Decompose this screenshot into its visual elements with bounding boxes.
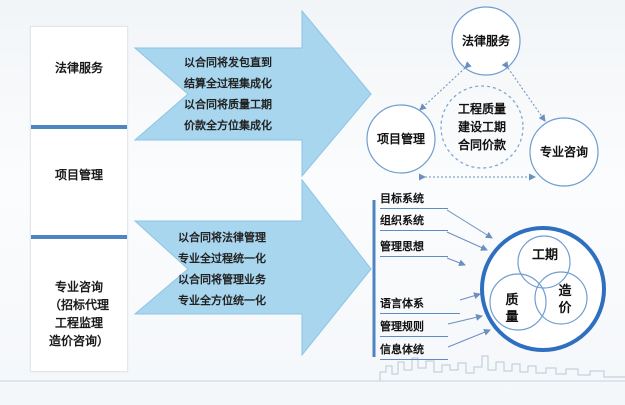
venn-label-schedule: 工期	[531, 248, 558, 263]
label-center-items: 工程质量 建设工期 合同价款	[457, 102, 506, 152]
system-underline-3	[380, 256, 448, 257]
label-legal-service: 法律服务	[461, 34, 510, 48]
label-project-management: 项目管理	[376, 132, 425, 146]
arrow-system-6	[447, 329, 491, 348]
system-underline-6	[380, 359, 448, 360]
top-arrow-text: 以合同将发包直到 结算全过程集成化 以合同将质量工期 价款全方位集成化	[184, 56, 272, 132]
system-item-organization: 组织系统	[380, 214, 424, 227]
arrow-system-4	[459, 292, 481, 301]
label-consulting: 专业咨询	[539, 145, 588, 159]
circle-project-management	[366, 104, 436, 174]
left-panel: 法律服务 项目管理 专业咨询 （招标代理 工程监理 造价咨询）	[30, 26, 128, 372]
circle-consulting	[529, 117, 599, 187]
link-legal-to-consulting	[501, 61, 546, 122]
system-underline-2	[380, 230, 448, 231]
system-item-management-rules: 管理规则	[380, 320, 424, 333]
system-item-goal: 目标系统	[380, 192, 424, 205]
venn-label-quality: 质 量	[505, 293, 519, 325]
arrow-system-5	[447, 313, 483, 325]
top-arrow-shape	[133, 9, 372, 178]
venn-label-cost: 造 价	[558, 284, 572, 316]
bottom-arrow-shape	[133, 178, 372, 357]
system-item-management-thought: 管理思想	[380, 240, 424, 253]
venn-circle-schedule	[517, 235, 571, 289]
arrow-system-1	[446, 209, 493, 239]
circle-center-dashed	[440, 85, 524, 169]
arrow-system-3	[446, 257, 466, 267]
arrow-system-2	[446, 231, 488, 251]
system-item-language: 语言体系	[380, 297, 424, 310]
panel-divider-2	[31, 235, 127, 239]
panel-divider-1	[31, 125, 127, 129]
panel-label-project-management: 项目管理	[54, 168, 103, 182]
bottom-arrow-text: 以合同将法律管理 专业全过程统一化 以合同将管理业务 专业全方位统一化	[178, 231, 266, 307]
panel-label-consulting: 专业咨询 （招标代理 工程监理 造价咨询）	[48, 280, 109, 348]
panel-label-legal-service: 法律服务	[54, 61, 103, 75]
system-item-information: 信息体统	[380, 343, 424, 356]
venn-circle-cost	[534, 271, 588, 325]
circle-legal-service	[451, 6, 521, 76]
venn-circle-quality	[489, 273, 547, 331]
system-underline-1	[380, 208, 448, 209]
system-underline-4	[380, 313, 460, 314]
system-underline-5	[380, 336, 448, 337]
skyline-decoration	[379, 355, 625, 381]
